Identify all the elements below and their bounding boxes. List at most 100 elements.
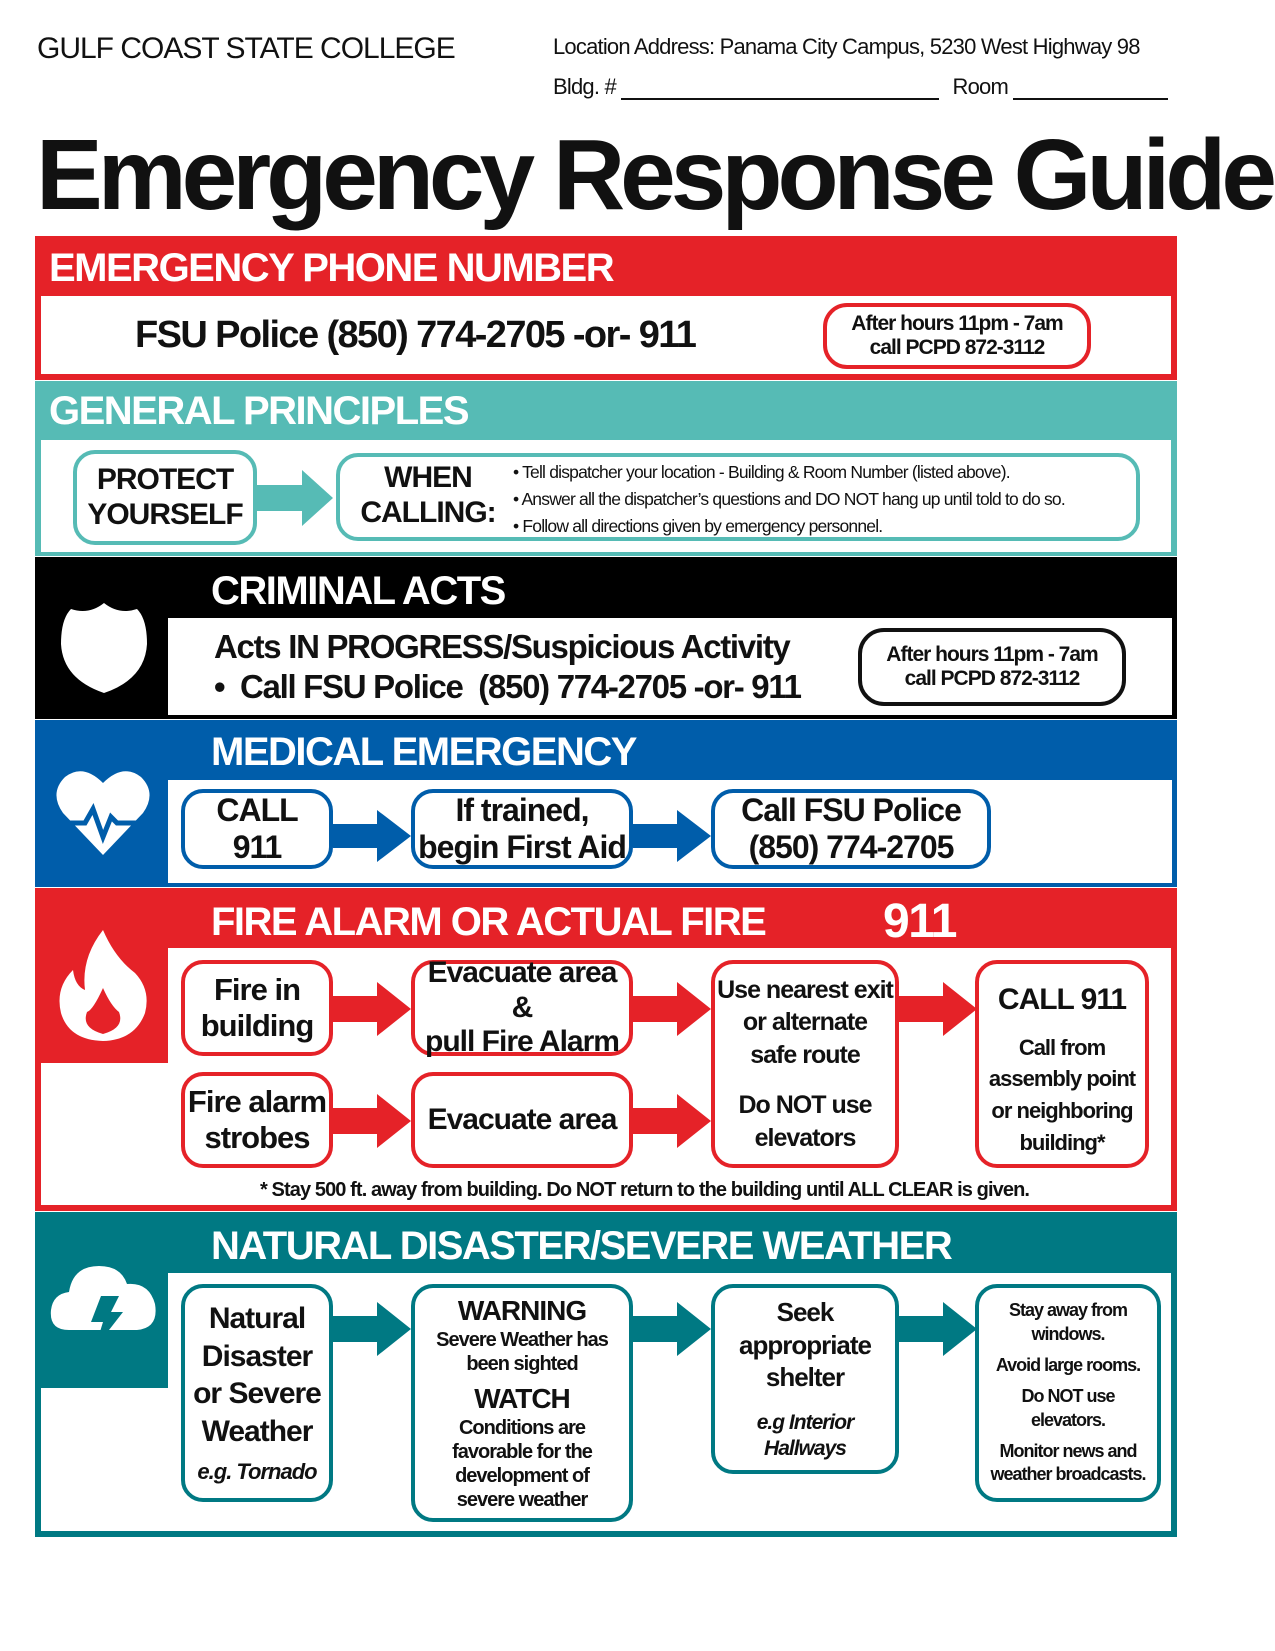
when-line1: WHEN: [384, 461, 473, 494]
fire-heading: FIRE ALARM OR ACTUAL FIRE: [211, 900, 767, 944]
box-line1: Seek: [776, 1297, 835, 1327]
room-label: Room: [952, 74, 1009, 99]
after-hours-line1: After hours 11pm - 7am: [851, 311, 1063, 335]
police-badge-icon: [61, 603, 147, 693]
fire-number: 911: [883, 895, 957, 948]
tip-line: Monitor news and: [999, 1441, 1138, 1462]
box-line2: building: [200, 1008, 315, 1043]
arrow-right-icon: [333, 810, 411, 862]
criminal-line1: Acts IN PROGRESS/Suspicious Activity: [214, 628, 791, 665]
box-line1: Fire alarm: [187, 1084, 327, 1120]
box-line3: safe route: [750, 1040, 860, 1069]
box-line5: elevators: [754, 1123, 857, 1152]
natural-heading: NATURAL DISASTER/SEVERE WEATHER: [211, 1224, 953, 1268]
protect-line2: YOURSELF: [87, 497, 243, 531]
criminal-body: Acts IN PROGRESS/Suspicious Activity • C…: [168, 618, 1172, 715]
step-line2: 911: [232, 829, 283, 865]
arrow-right-icon: [633, 810, 711, 862]
box-line1: Call from: [1018, 1034, 1106, 1060]
tip-line: Stay away from: [1008, 1300, 1128, 1321]
arrow-right-icon: [257, 470, 333, 526]
watch-title: WATCH: [474, 1383, 571, 1414]
when-calling-label: WHEN CALLING:: [343, 457, 513, 530]
criminal-after-hours-badge: After hours 11pm - 7am call PCPD 872-311…: [858, 628, 1126, 706]
step-line1: CALL: [216, 792, 298, 829]
location-address: Location Address: Panama City Campus, 52…: [553, 34, 1140, 59]
box-line2: assembly point: [988, 1066, 1136, 1092]
arrow-right-icon: [899, 982, 977, 1036]
call-911-title: CALL 911: [997, 983, 1127, 1016]
protect-yourself-box: PROTECT YOURSELF: [73, 450, 257, 545]
step-line1: Call FSU Police: [741, 792, 962, 829]
tip-line: weather broadcasts.: [990, 1464, 1146, 1485]
when-line2: CALLING:: [360, 495, 496, 529]
emergency-section: EMERGENCY PHONE NUMBER FSU Police (850) …: [35, 236, 1177, 380]
emergency-heading: EMERGENCY PHONE NUMBER: [49, 246, 615, 290]
box-line2: pull Fire Alarm: [425, 1025, 620, 1059]
principles-section: GENERAL PRINCIPLES PROTECT YOURSELF WHEN…: [35, 381, 1177, 556]
box-example: e.g. Tornado: [197, 1459, 317, 1485]
box-line: severe weather: [456, 1488, 589, 1511]
box-line4: building*: [1019, 1130, 1105, 1156]
evacuate-pull-alarm-box: Evacuate area &pull Fire Alarm: [411, 956, 633, 1058]
after-hours-badge: After hours 11pm - 7am call PCPD 872-311…: [823, 303, 1091, 369]
box-line1: Fire in: [213, 972, 301, 1008]
box-line1: Evacuate area &: [427, 956, 618, 1024]
box-line4: Weather: [201, 1414, 314, 1448]
after-hours-line2: call PCPD 872-3112: [904, 667, 1081, 690]
box-line: Conditions are: [458, 1416, 586, 1439]
box-line3: or Severe: [193, 1377, 322, 1411]
box-line2: Disaster: [201, 1339, 313, 1373]
first-aid-step: If trained,begin First Aid: [411, 789, 633, 869]
medical-heading: MEDICAL EMERGENCY: [211, 730, 637, 774]
bldg-field[interactable]: [621, 78, 940, 100]
box-line1: Natural: [208, 1302, 306, 1336]
box-line4: Do NOT use: [738, 1091, 872, 1120]
tip-line: Avoid large rooms.: [995, 1354, 1141, 1375]
college-name: GULF COAST STATE COLLEGE: [37, 32, 456, 65]
instruction-item: Tell dispatcher your location - Building…: [513, 459, 1133, 486]
call-911-box: CALL 911 Call from assembly point or neigh…: [975, 960, 1149, 1168]
box-example: e.g Interior: [756, 1410, 855, 1434]
call-police-step: Call FSU Police(850) 774-2705: [711, 789, 991, 869]
criminal-section: CRIMINAL ACTS Acts IN PROGRESS/Suspiciou…: [35, 557, 1177, 719]
box-example: Hallways: [764, 1436, 847, 1460]
when-calling-box: WHEN CALLING: Tell dispatcher your locat…: [336, 453, 1140, 541]
storm-cloud-lightning-icon: [50, 1266, 156, 1348]
after-hours-line1: After hours 11pm - 7am: [886, 642, 1098, 666]
after-hours-line2: call PCPD 872-3112: [869, 336, 1046, 359]
instruction-item: Follow all directions given by emergency…: [513, 513, 1133, 540]
tip-line: windows.: [1031, 1323, 1106, 1344]
arrow-right-icon: [899, 1302, 977, 1356]
criminal-line2: • Call FSU Police (850) 774-2705 -or- 91…: [214, 668, 802, 705]
arrow-right-icon: [633, 982, 711, 1036]
arrow-right-icon: [633, 1094, 711, 1148]
principles-heading: GENERAL PRINCIPLES: [49, 389, 470, 433]
room-field[interactable]: [1013, 78, 1169, 100]
box-line3: or neighboring: [991, 1098, 1133, 1124]
tip-line: Do NOT use: [1021, 1386, 1115, 1407]
arrow-right-icon: [333, 1094, 411, 1148]
calling-instructions: Tell dispatcher your location - Building…: [513, 457, 1133, 540]
arrow-right-icon: [633, 1302, 711, 1356]
box-line: development of: [455, 1464, 590, 1487]
bldg-label: Bldg. #: [553, 74, 617, 99]
box-line2: strobes: [204, 1120, 311, 1155]
page-title: Emergency Response Guide: [36, 119, 1275, 231]
emergency-phone: FSU Police (850) 774-2705 -or- 911: [135, 314, 697, 356]
flame-icon: [59, 930, 147, 1041]
box-line2: appropriate: [738, 1329, 872, 1360]
step-line2: (850) 774-2705: [748, 829, 955, 865]
heart-pulse-icon: [56, 771, 150, 855]
box-line1: Evacuate area: [427, 1102, 618, 1136]
